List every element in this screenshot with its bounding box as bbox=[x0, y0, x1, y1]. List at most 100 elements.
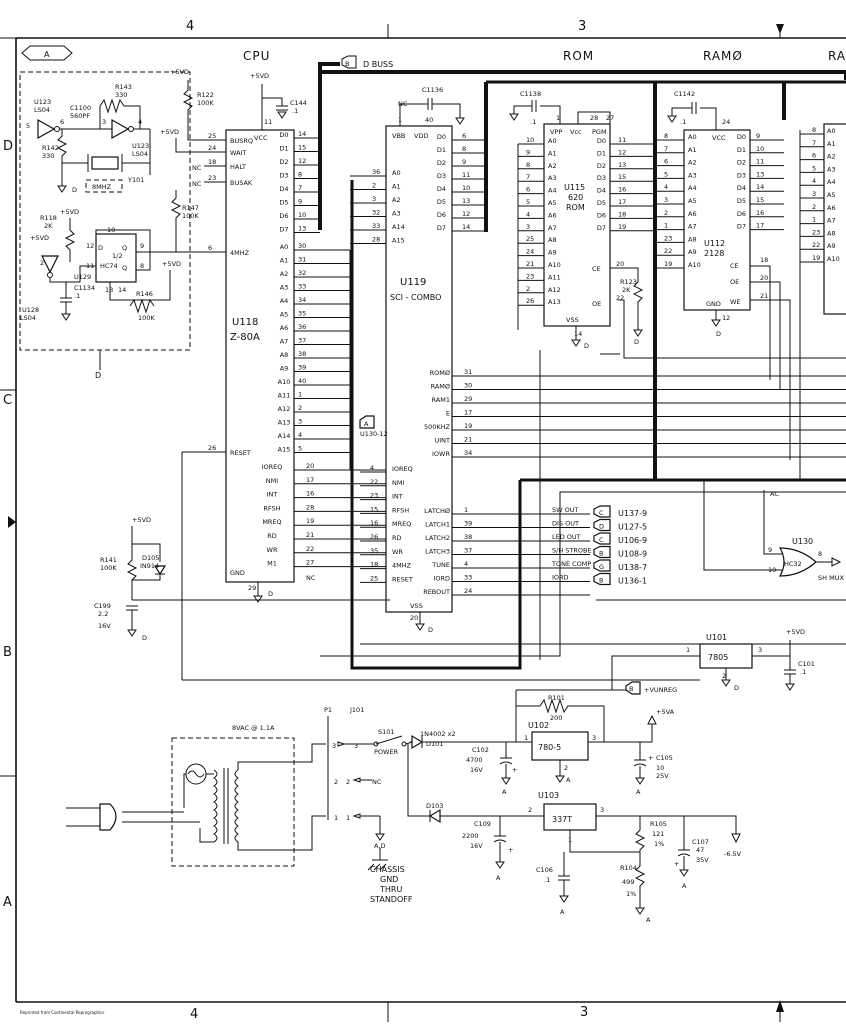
svg-text:C199: C199 bbox=[94, 602, 111, 610]
svg-text:U130-12: U130-12 bbox=[360, 430, 388, 438]
pin-u118-c-4-name: MREQ bbox=[262, 518, 281, 526]
svg-text:A: A bbox=[566, 776, 571, 784]
svg-text:29: 29 bbox=[248, 584, 256, 592]
pin-u115-a-2-num: 8 bbox=[526, 161, 530, 169]
dbuss-tag bbox=[341, 55, 357, 69]
pin-ram1-a-10-name: A10 bbox=[827, 255, 840, 263]
u118-left-pin-num-3: 23 bbox=[208, 174, 216, 182]
pin-u115-d-7-num: 19 bbox=[618, 223, 626, 231]
pin-u119-a-4-num: 33 bbox=[372, 222, 380, 230]
latch-signal-4: TONE COMP bbox=[551, 560, 591, 568]
pin-u112-d-6-name: D6 bbox=[737, 210, 746, 218]
svg-text:NC: NC bbox=[192, 164, 202, 172]
pin-u119-d-4-num: 10 bbox=[462, 184, 470, 192]
svg-text:HC32: HC32 bbox=[784, 560, 802, 568]
pin-u119-d-7-name: D7 bbox=[437, 224, 446, 232]
pin-u119-i-3-name: RFSH bbox=[392, 506, 409, 514]
svg-text:100K: 100K bbox=[182, 212, 199, 220]
pin-u118-d-4-name: D4 bbox=[279, 185, 288, 193]
svg-text:330: 330 bbox=[115, 91, 127, 99]
pin-u118-a-8-name: A8 bbox=[280, 351, 289, 359]
pin-u118-d-3-num: 8 bbox=[298, 171, 302, 179]
svg-text:A: A bbox=[560, 908, 565, 916]
svg-text:D: D bbox=[634, 338, 639, 346]
pin-u119-o-5-name: UINT bbox=[434, 437, 450, 445]
pin-u118-a-12-num: 2 bbox=[298, 404, 302, 412]
pin-u115-d-6-num: 18 bbox=[618, 210, 626, 218]
svg-text:2: 2 bbox=[346, 778, 350, 786]
svg-text:499: 499 bbox=[622, 878, 634, 886]
pin-u118-c-3-num: 28 bbox=[306, 503, 314, 511]
col-label-4-bottom: 4 bbox=[190, 1007, 198, 1022]
pin-u119-a-2-num: 3 bbox=[372, 195, 376, 203]
svg-text:560PF: 560PF bbox=[70, 112, 90, 120]
pin-u112-a-5-num: 3 bbox=[664, 196, 668, 204]
svg-text:1%: 1% bbox=[654, 840, 664, 848]
svg-text:18: 18 bbox=[760, 256, 768, 264]
pin-u112-a-6-name: A6 bbox=[688, 210, 697, 218]
pin-u119-d-6-name: D6 bbox=[437, 211, 446, 219]
svg-text:R143: R143 bbox=[115, 83, 132, 91]
pin-u118-c-2-num: 16 bbox=[306, 490, 314, 498]
latch-dest-2: U106-9 bbox=[618, 536, 647, 545]
pin-u119-i-3-num: 15 bbox=[370, 505, 378, 513]
pin-u112-d-2-num: 11 bbox=[756, 158, 764, 166]
svg-text:3: 3 bbox=[592, 734, 596, 742]
svg-text:A: A bbox=[496, 874, 501, 882]
svg-text:Vcc: Vcc bbox=[570, 128, 582, 136]
svg-text:.1: .1 bbox=[680, 118, 686, 126]
svg-text:POWER: POWER bbox=[374, 748, 399, 756]
pin-u119-o-4-name: 500KHZ bbox=[424, 423, 451, 431]
svg-text:11: 11 bbox=[264, 118, 272, 126]
pin-u119-l-0-num: 1 bbox=[464, 506, 468, 514]
pin-u119-d-5-num: 13 bbox=[462, 197, 470, 205]
pin-u119-i-2-num: 23 bbox=[370, 492, 378, 500]
svg-text:20: 20 bbox=[410, 614, 418, 622]
pin-ram1-a-0-num: 8 bbox=[812, 126, 816, 134]
svg-text:13: 13 bbox=[105, 286, 113, 294]
svg-text:100K: 100K bbox=[197, 99, 214, 107]
pin-u119-i-7-num: 18 bbox=[370, 561, 378, 569]
u130-gate: U130 HC32 9 10 8 SH MUX AC bbox=[703, 480, 844, 582]
pin-u118-c-0-name: IOREQ bbox=[262, 463, 283, 471]
pin-u118-a-8-num: 38 bbox=[298, 350, 306, 358]
u112-part: 2128 bbox=[704, 249, 724, 258]
pin-u119-i-0-name: IOREQ bbox=[392, 465, 413, 473]
pin-u119-d-7-num: 14 bbox=[462, 223, 470, 231]
svg-text:C101: C101 bbox=[798, 660, 815, 668]
u119-combo: U119 SCI - COMBO VBB VDD VSS NC 1 40 20 … bbox=[350, 86, 846, 634]
pin-ram1-a-0-name: A0 bbox=[827, 127, 836, 135]
pin-u112-d-7-name: D7 bbox=[737, 223, 746, 231]
pin-u112-a-10-num: 19 bbox=[664, 260, 672, 268]
latch-dest-5: U136-1 bbox=[618, 577, 647, 586]
pin-u118-a-3-name: A3 bbox=[280, 284, 289, 292]
svg-text:40: 40 bbox=[425, 116, 433, 124]
footer-note: Reprinted from Continental Reprographics bbox=[20, 1010, 104, 1015]
pin-u119-i-4-name: MREQ bbox=[392, 520, 411, 528]
pin-u115-d-3-name: D3 bbox=[597, 174, 606, 182]
pin-u118-d-4-num: 7 bbox=[298, 184, 302, 192]
oe-line bbox=[618, 299, 846, 359]
svg-text:28: 28 bbox=[590, 114, 598, 122]
transformer-secondary bbox=[234, 769, 239, 843]
svg-text:12: 12 bbox=[86, 242, 94, 250]
latch-signal-3: S/H STROBE bbox=[552, 547, 592, 555]
row-label-c: C bbox=[3, 393, 12, 408]
svg-text:PGM: PGM bbox=[592, 128, 607, 136]
pin-u118-d-1-name: D1 bbox=[279, 145, 288, 153]
latch-tag-text-0: C bbox=[599, 509, 604, 517]
pin-u118-a-13-num: 3 bbox=[298, 418, 302, 426]
u118-body bbox=[225, 129, 295, 583]
svg-text:16V: 16V bbox=[470, 766, 483, 774]
pin-u119-i-1-name: NMI bbox=[392, 479, 404, 487]
pin-u119-l-0-name: LATCHØ bbox=[424, 507, 450, 515]
svg-text:CE: CE bbox=[730, 262, 739, 270]
header-rom: ROM bbox=[563, 49, 594, 63]
svg-text:B: B bbox=[629, 685, 633, 693]
pin-u112-d-1-name: D1 bbox=[737, 146, 746, 154]
pin-u115-a-1-name: A1 bbox=[548, 149, 557, 157]
pin-u118-c-6-num: 22 bbox=[306, 545, 314, 553]
svg-text:HC74: HC74 bbox=[100, 262, 118, 270]
pin-u115-d-4-num: 16 bbox=[618, 186, 626, 194]
header-ram0: RAMØ bbox=[703, 49, 743, 63]
